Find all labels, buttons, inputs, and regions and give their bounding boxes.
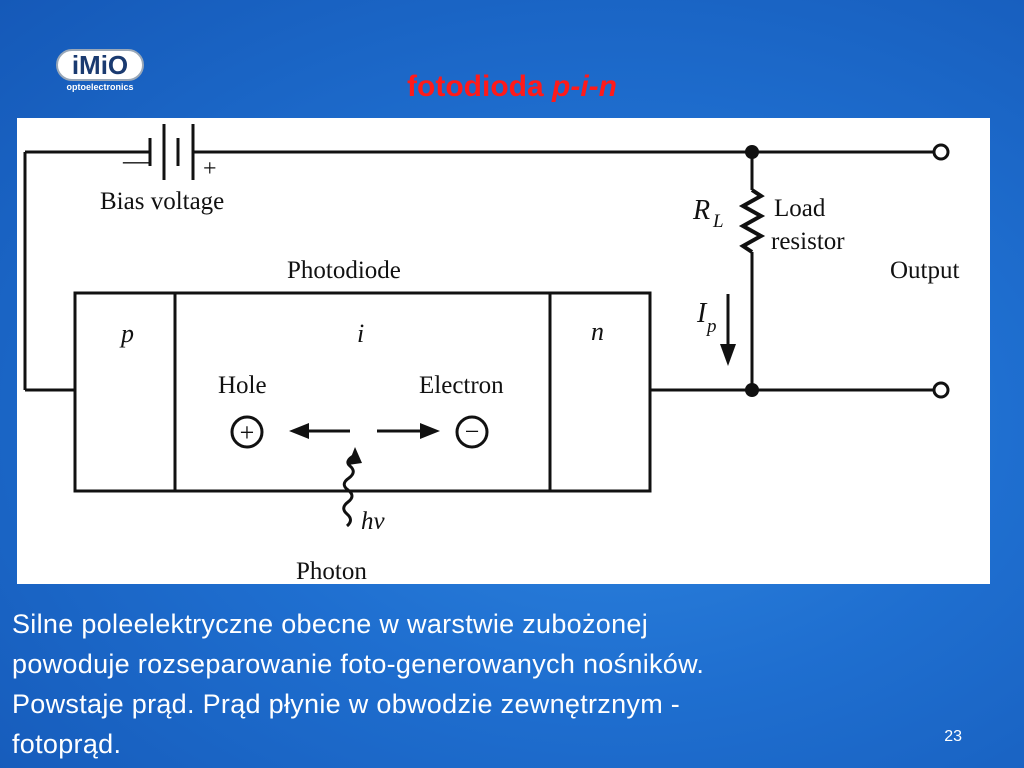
electron-label: Electron: [419, 372, 504, 399]
rl-label-main: R: [692, 195, 710, 226]
load-label: Load: [774, 195, 826, 222]
resistor-label: resistor: [771, 228, 845, 255]
photon-label: Photon: [296, 558, 367, 584]
hole-circle-icon: [230, 415, 264, 449]
junction-dot-bottom: [745, 383, 759, 397]
caption-line-3: Powstaje prąd. Prąd płynie w obwodzie ze…: [12, 689, 681, 719]
slide-title: fotodioda p-i-n: [0, 70, 1024, 104]
load-resistor-zigzag: [738, 188, 766, 254]
p-region-label: p: [119, 319, 134, 348]
hole-symbol: +: [240, 418, 255, 447]
imio-logo: iMiO optoelectronics: [55, 48, 145, 96]
hole-label: Hole: [218, 372, 267, 399]
caption-line-1: Silne poleelektryczne obecne w warstwie …: [12, 609, 649, 639]
hv-label: hν: [361, 508, 386, 535]
caption-line-4: fotoprąd.: [12, 729, 122, 759]
junction-dot-top: [745, 145, 759, 159]
ip-label-main: I: [696, 298, 708, 329]
logo-mark: iMiO: [72, 50, 128, 80]
title-italic: p-i-n: [552, 70, 617, 103]
output-label: Output: [890, 257, 960, 284]
slide-caption: Silne poleelektryczne obecne w warstwie …: [12, 604, 1012, 764]
n-region-label: n: [591, 317, 604, 346]
current-arrow-head: [720, 344, 736, 366]
ip-label-sub: p: [705, 316, 717, 337]
electron-symbol: −: [465, 417, 480, 446]
output-terminal-bottom: [932, 381, 950, 399]
bias-voltage-label: Bias voltage: [100, 188, 224, 215]
bias-plus-label: +: [203, 156, 217, 182]
photon-wave: [342, 453, 356, 528]
page-number: 23: [944, 728, 962, 745]
logo-subtitle: optoelectronics: [66, 82, 134, 92]
photodiode-body: [73, 291, 652, 493]
rl-label-sub: L: [712, 211, 724, 232]
electron-circle-icon: [455, 415, 489, 449]
title-main: fotodioda: [407, 70, 552, 103]
pin-photodiode-diagram: — + Bias voltage Photodiode p i n Hole E…: [17, 118, 990, 584]
output-terminal-top: [932, 143, 950, 161]
hole-arrow-head: [289, 423, 309, 439]
photodiode-label: Photodiode: [287, 257, 401, 284]
bias-minus-label: —: [122, 146, 150, 175]
imio-logo-icon: iMiO: [56, 49, 144, 81]
electron-arrow-head: [420, 423, 440, 439]
photon-arrow-head: [348, 447, 362, 465]
caption-line-2: powoduje rozseparowanie foto-generowanyc…: [12, 649, 705, 679]
i-region-label: i: [357, 319, 364, 348]
circuit-svg: — + Bias voltage Photodiode p i n Hole E…: [23, 124, 960, 584]
